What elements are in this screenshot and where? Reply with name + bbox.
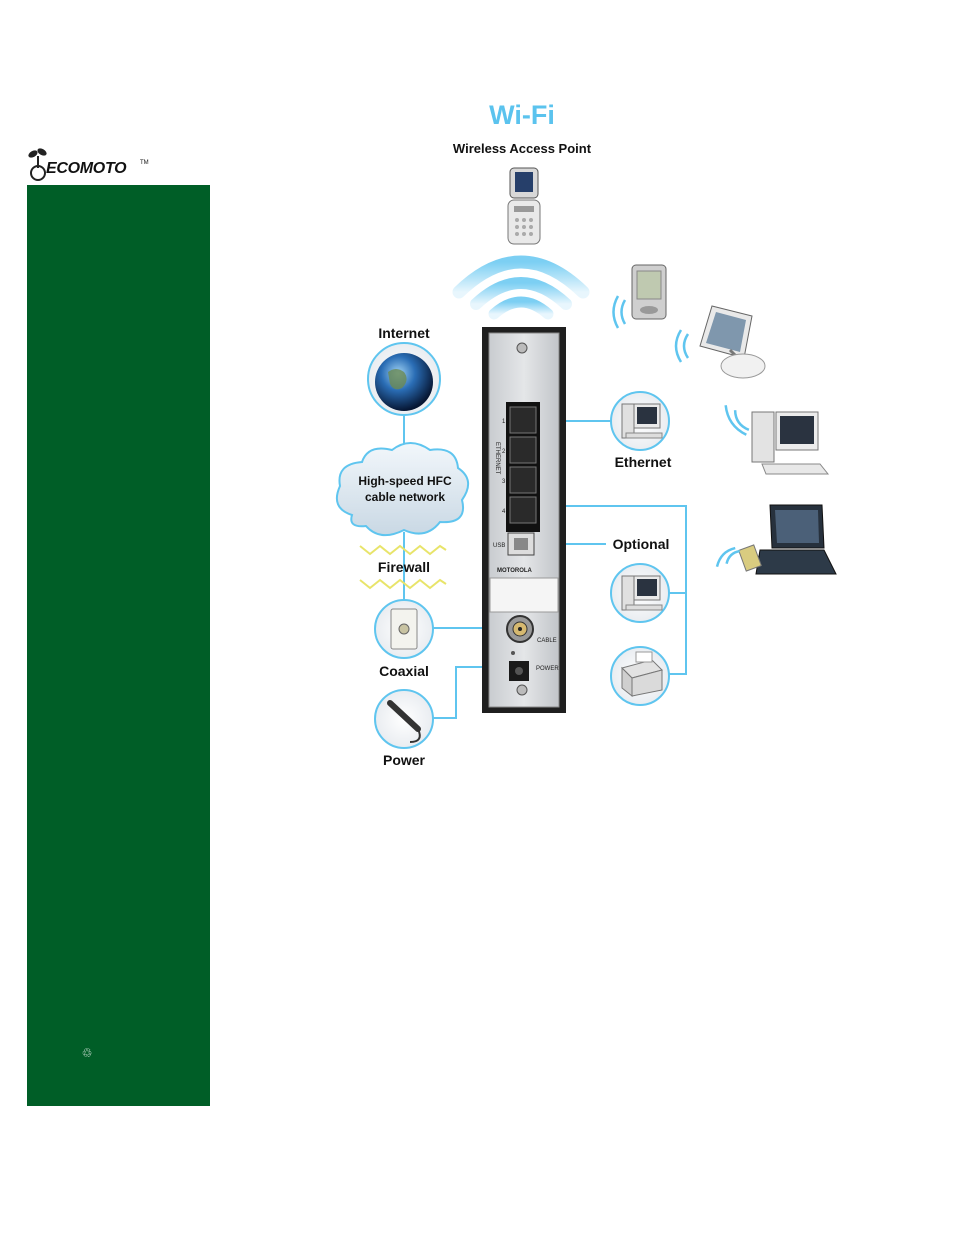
modem-usb-label: USB	[493, 543, 505, 549]
label-hfc-line1: High-speed HFC	[345, 473, 465, 489]
imac-image	[676, 306, 765, 378]
label-firewall: Firewall	[364, 559, 444, 575]
optional-computer	[611, 564, 669, 622]
ethernet-computer	[611, 392, 669, 450]
internet-globe	[368, 343, 440, 415]
desktop-computer-image	[722, 405, 828, 474]
label-coaxial: Coaxial	[364, 663, 444, 679]
label-hfc-network: High-speed HFC cable network	[345, 473, 465, 505]
laptop-image	[715, 505, 836, 574]
modem-brand: MOTOROLA	[497, 568, 533, 574]
label-hfc-line2: cable network	[345, 489, 465, 505]
wifi-signal-icon	[459, 262, 583, 314]
modem-power-label: POWER	[536, 666, 559, 672]
label-power: Power	[364, 752, 444, 768]
coaxial-outlet	[375, 600, 433, 658]
printer	[611, 647, 669, 705]
label-internet: Internet	[364, 325, 444, 341]
cable-modem	[482, 327, 566, 713]
modem-ethernet-label: ETHERNET	[494, 442, 500, 475]
label-optional: Optional	[601, 536, 681, 552]
modem-cable-label: CABLE	[537, 638, 557, 644]
power-adapter	[375, 690, 433, 748]
label-ethernet: Ethernet	[603, 454, 683, 470]
pda-image	[614, 265, 667, 328]
cell-phone-image	[508, 168, 540, 244]
